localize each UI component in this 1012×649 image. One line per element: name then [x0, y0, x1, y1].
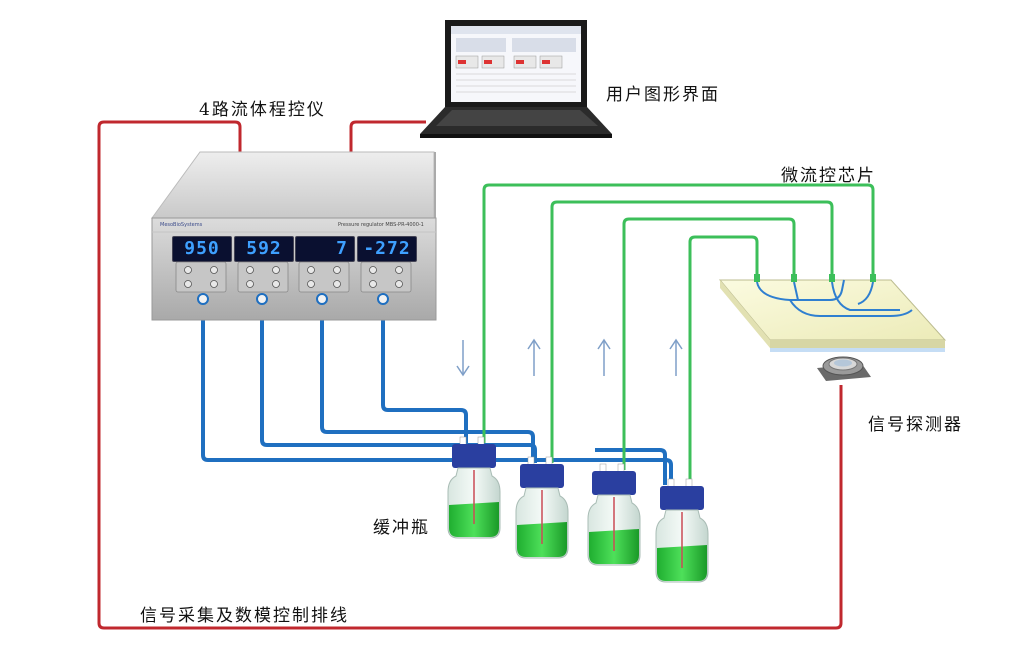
- controller-brand: MesoBioSystems: [160, 222, 203, 228]
- pressure-tube-1: [201, 300, 673, 485]
- arrow-up-icon: [527, 338, 541, 376]
- channel-4-display: -272: [357, 236, 417, 262]
- pressure-tube-4: [381, 300, 468, 443]
- fluid-tube-2: [550, 200, 834, 463]
- software-screen-contents: [455, 38, 576, 93]
- detector-label: 信号探测器: [868, 415, 963, 435]
- buffer-bottles: [447, 436, 709, 583]
- flow-arrows: [456, 338, 683, 377]
- controller-model: Pressure regulator MBS-PR-4000-1: [338, 222, 424, 228]
- fluid-tubes: [482, 183, 875, 485]
- chip-label: 微流控芯片: [781, 166, 876, 186]
- signal-detector: [817, 356, 871, 381]
- channel-3-display: 7: [295, 236, 355, 262]
- pressure-tubes: [201, 300, 673, 485]
- channel-1-display: 950: [172, 236, 232, 262]
- arrow-up-icon: [597, 338, 611, 376]
- buffer-bottle-1: [447, 436, 501, 539]
- user-interface-label: 用户图形界面: [606, 85, 720, 105]
- buffer-bottles-label: 缓冲瓶: [373, 518, 430, 538]
- fluid-controller-device: [151, 151, 437, 321]
- arrow-down-icon: [456, 340, 470, 377]
- cable-label: 信号采集及数模控制排线: [140, 606, 349, 626]
- buffer-bottle-3: [587, 463, 641, 566]
- fluid-tube-1: [482, 183, 875, 443]
- controller-label: 4路流体程控仪: [199, 100, 326, 120]
- arrow-up-icon: [669, 338, 683, 376]
- channel-2-display: 592: [234, 236, 294, 262]
- microfluidic-chip: [718, 274, 947, 352]
- laptop: [420, 20, 612, 138]
- chip-channels: [756, 279, 913, 317]
- fluid-tube-4: [688, 235, 759, 485]
- fluid-tube-3: [622, 217, 796, 470]
- signal-control-cable: [97, 120, 843, 630]
- pressure-tube-3: [320, 300, 535, 463]
- buffer-bottle-2: [515, 456, 569, 559]
- buffer-bottle-4: [655, 478, 709, 583]
- pressure-tube-2: [260, 300, 537, 463]
- outlet-connectors: [197, 293, 389, 305]
